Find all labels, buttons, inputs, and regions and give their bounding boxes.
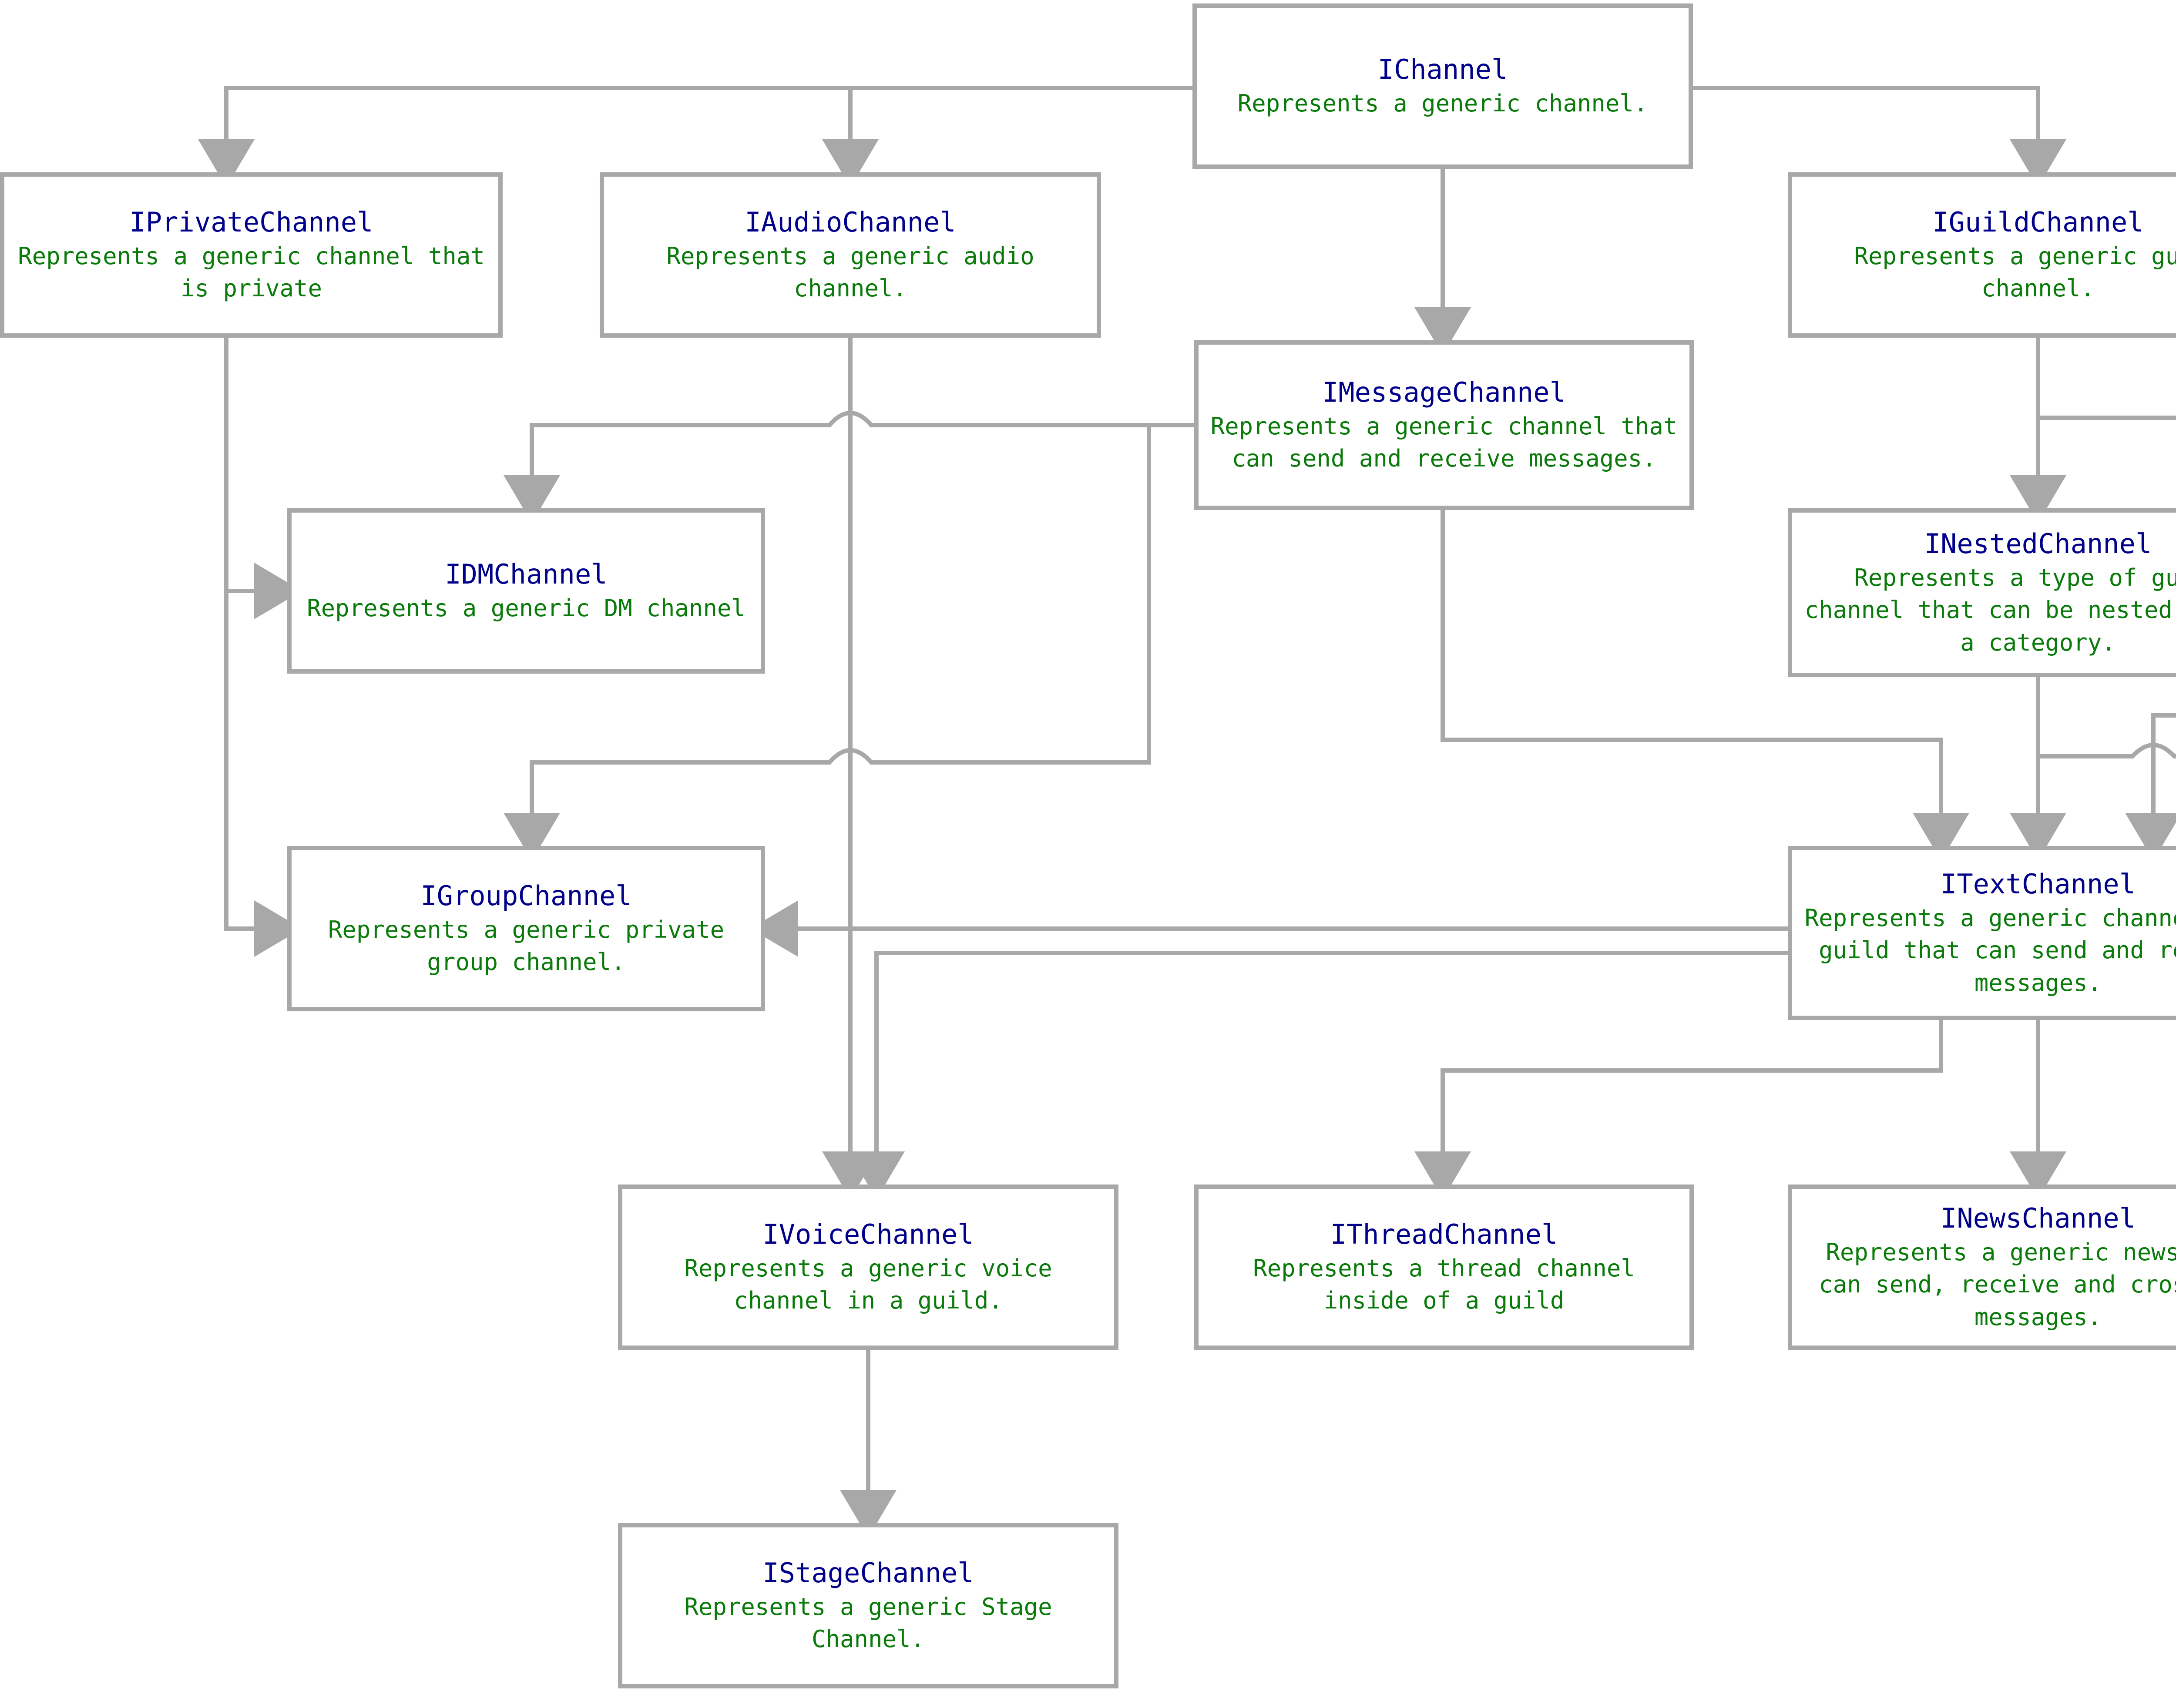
node-description: Represents a type of guild channel that …	[1804, 564, 2176, 656]
node-title: IStageChannel	[762, 1557, 974, 1589]
node-description: Represents a generic voice channel in a …	[684, 1254, 1052, 1315]
node-title: IThreadChannel	[1330, 1218, 1558, 1251]
edge-iguildchannel-iintegrationchannel	[2038, 416, 2176, 420]
node-description: Represents a generic channel that can se…	[1210, 412, 1678, 473]
node-description: Represents a thread channel inside of a …	[1253, 1254, 1635, 1315]
edge-ichannel-iguildchannel	[1693, 86, 2066, 187]
node-description: Represents a generic audio channel.	[666, 242, 1034, 302]
node-title: IChannel	[1377, 54, 1508, 86]
node-title: INestedChannel	[1924, 527, 2152, 560]
node-title: ITextChannel	[1941, 868, 2136, 900]
node-title: IGuildChannel	[1932, 206, 2144, 238]
node-title: IVoiceChannel	[762, 1218, 974, 1251]
edge-imessagechannel-itextchannel	[1441, 510, 1969, 861]
node-description: Represents a generic channel.	[1237, 90, 1648, 117]
edge-iprivatechannel-igroupchannel	[224, 591, 302, 957]
node-title: IDMChannel	[445, 558, 608, 591]
edge-itextchannel-ivoicechannel	[848, 951, 1788, 1199]
node-title: INewsChannel	[1941, 1202, 2136, 1234]
node-description: Represents a generic DM channel	[307, 594, 745, 622]
edge-iintegrationchannel-itextchannel	[2125, 713, 2176, 861]
node-title: IAudioChannel	[745, 206, 956, 238]
node-description: Represents a generic guild channel.	[1854, 242, 2176, 302]
node-title: IMessageChannel	[1322, 376, 1566, 409]
edge-iprivatechannel-idmchannel	[224, 338, 302, 619]
node-description: Represents a generic news that can send,…	[1819, 1238, 2176, 1331]
edge-imessagechannel-idmchannel	[504, 411, 1194, 523]
node-description: Represents a generic channel in a guild …	[1804, 904, 2176, 997]
node-title: IGroupChannel	[420, 880, 632, 912]
node-description: Represents a generic Stage Channel.	[684, 1593, 1052, 1653]
node-description: Represents a generic private group chann…	[328, 916, 725, 976]
node-title: IPrivateChannel	[129, 206, 373, 238]
node-description: Represents a generic channel that is pri…	[18, 242, 485, 302]
edge-itextchannel-ithreadchannel	[1414, 1020, 1943, 1199]
